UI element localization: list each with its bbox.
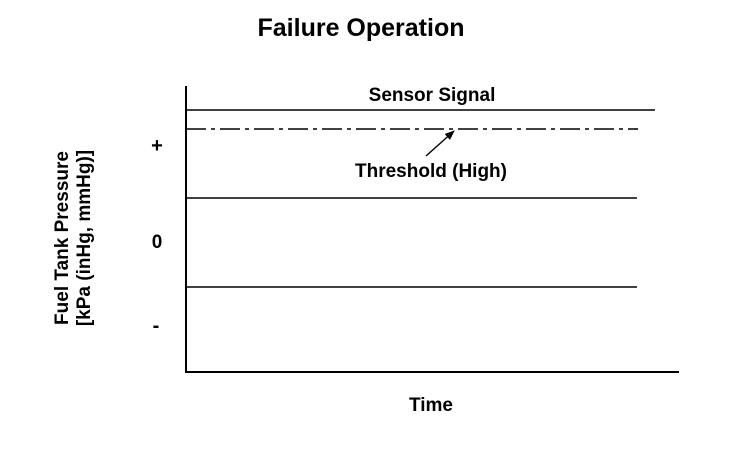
y-tick-zero: 0 [152,232,163,253]
y-tick-minus: - [153,315,160,337]
x-axis-label: Time [409,395,453,416]
diagram-title: Failure Operation [257,14,465,42]
threshold-arrow [425,130,455,157]
sensor-signal-label: Sensor Signal [369,85,496,106]
y-axis-label-line1: Fuel Tank Pressure [52,151,73,325]
y-axis-label: Fuel Tank Pressure [kPa (inHg, mmHg)] [52,150,95,326]
y-axis-label-line2: [kPa (inHg, mmHg)] [74,150,95,326]
y-tick-plus: + [151,135,163,157]
threshold-high-label: Threshold (High) [355,161,507,182]
